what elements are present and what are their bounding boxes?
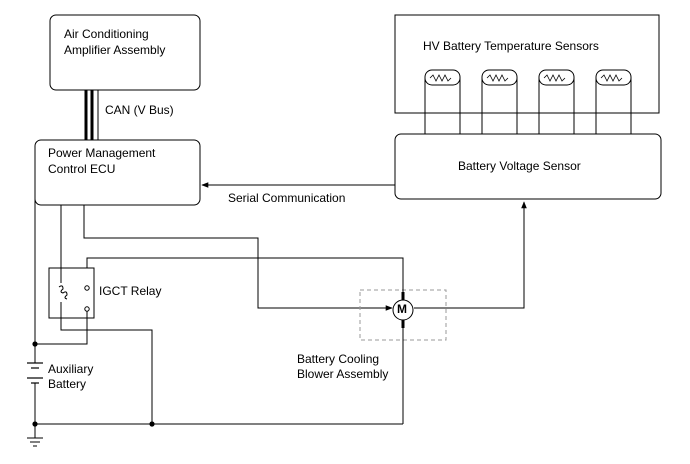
hv-sensors-box bbox=[394, 14, 660, 114]
igct-relay-box bbox=[48, 267, 95, 319]
voltage-sensor-label: Battery Voltage Sensor bbox=[458, 159, 581, 173]
ecu-to-motor-wire bbox=[83, 205, 393, 311]
relay-contact-1 bbox=[84, 285, 90, 291]
ground-icon bbox=[27, 437, 43, 447]
aux-battery-label-1: Auxiliary bbox=[48, 362, 94, 376]
ac-amplifier-label-2: Amplifier Assembly bbox=[64, 43, 166, 57]
battery-symbol bbox=[27, 355, 43, 438]
hv-sensors-label: HV Battery Temperature Sensors bbox=[423, 39, 599, 53]
relay-coil-return bbox=[60, 318, 153, 424]
motor-symbol-label: M bbox=[397, 302, 407, 316]
can-bus-lines bbox=[84, 90, 99, 140]
ac-amplifier-label-1: Air Conditioning bbox=[64, 27, 149, 41]
can-bus-label: CAN (V Bus) bbox=[105, 103, 174, 117]
aux-battery-label-2: Battery bbox=[48, 377, 87, 391]
thermistor-array bbox=[424, 69, 632, 134]
pm-ecu-label-1: Power Management bbox=[48, 146, 156, 160]
thermistor-2 bbox=[481, 69, 518, 134]
serial-comm-label: Serial Communication bbox=[228, 191, 346, 205]
motor-to-sensor-wire bbox=[414, 201, 527, 309]
junction-dots bbox=[32, 341, 155, 427]
relay-switch-feed bbox=[35, 318, 88, 345]
blower-label-2: Blower Assembly bbox=[297, 367, 389, 381]
thermistor-3 bbox=[538, 69, 575, 134]
pm-ecu-label-2: Control ECU bbox=[48, 162, 116, 176]
thermistor-1 bbox=[424, 69, 461, 134]
igct-relay-label: IGCT Relay bbox=[99, 284, 162, 298]
thermistor-4 bbox=[595, 69, 632, 134]
voltage-sensor-box bbox=[394, 133, 662, 200]
blower-label-1: Battery Cooling bbox=[297, 352, 380, 366]
ac-amplifier-box bbox=[49, 14, 201, 91]
relay-contact-2 bbox=[84, 306, 90, 312]
relay-coil-icon bbox=[58, 285, 68, 300]
